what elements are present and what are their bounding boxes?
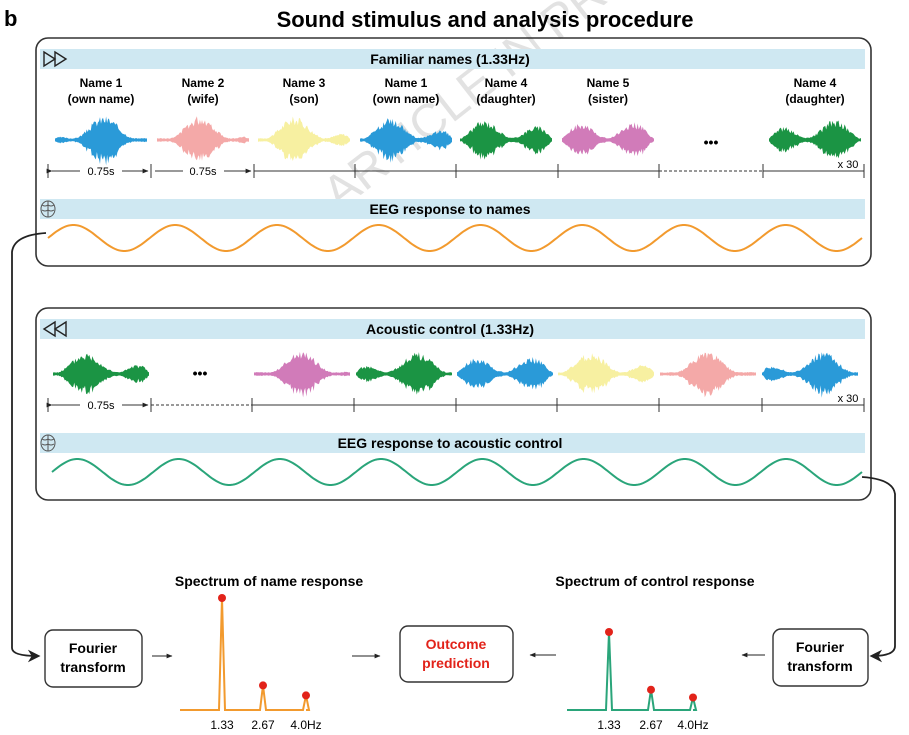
name-label-line2: (wife) <box>187 92 218 106</box>
fourier-right-line1: Fourier <box>796 639 845 655</box>
outcome-line2: prediction <box>422 655 490 671</box>
acoustic-waveform <box>558 353 654 394</box>
name-label-line2: (own name) <box>373 92 440 106</box>
acoustic-header-bar <box>40 319 865 339</box>
spectrum-tick-label: 1.33 <box>210 718 234 732</box>
acoustic-time-axis <box>46 398 865 412</box>
acoustic-waveforms <box>53 351 858 398</box>
familiar-waveforms <box>55 116 861 166</box>
name-label-line2: (sister) <box>588 92 628 106</box>
name-label-line1: Name 2 <box>182 76 225 90</box>
duration-label-2: 0.75s <box>190 166 217 178</box>
fourier-left-line1: Fourier <box>69 640 118 656</box>
spectrum-peak-dot <box>647 685 655 694</box>
brain-icon <box>40 434 56 452</box>
eeg-acoustic-header-bar <box>40 433 865 453</box>
acoustic-waveform <box>356 352 452 395</box>
fourier-transform-box-left <box>44 629 143 688</box>
familiar-waveform <box>360 118 452 163</box>
spectrum-peak-dot <box>302 691 310 700</box>
acoustic-header: Acoustic control (1.33Hz) <box>366 321 534 337</box>
familiar-header: Familiar names (1.33Hz) <box>370 51 530 67</box>
outcome-line1: Outcome <box>426 636 487 652</box>
name-label-line2: (daughter) <box>785 92 844 106</box>
spectrum-peak-dot <box>218 594 226 602</box>
acoustic-waveform <box>254 351 350 398</box>
familiar-waveform <box>769 120 861 159</box>
eeg-names-header: EEG response to names <box>369 201 530 217</box>
name-label-line2: (daughter) <box>476 92 535 106</box>
panel-letter: b <box>4 6 17 31</box>
spectrum-peak-dot <box>605 628 613 636</box>
familiar-names-box <box>35 37 872 267</box>
familiar-waveform <box>55 116 147 166</box>
familiar-time-axis <box>46 164 865 178</box>
acoustic-waveform <box>457 357 553 390</box>
figure-title: Sound stimulus and analysis procedure <box>277 7 694 32</box>
fourier-left-line2: transform <box>60 659 125 675</box>
fast-forward-icon <box>43 50 68 68</box>
spectrum-line <box>180 597 311 711</box>
spectrum-control-title: Spectrum of control response <box>555 573 754 589</box>
watermark: ARTICLE IN PRESS <box>313 0 692 220</box>
name-label-line2: (own name) <box>68 92 135 106</box>
fourier-transform-box-right <box>772 628 869 687</box>
rewind-icon <box>42 320 67 338</box>
familiar-waveform <box>460 121 552 160</box>
acoustic-ellipsis: ••• <box>193 365 208 381</box>
spectrum-tick-label: 4.0Hz <box>290 718 321 732</box>
spectrum-name-title: Spectrum of name response <box>175 573 363 589</box>
spectrum-peak-dot <box>689 693 697 702</box>
name-label-line2: (son) <box>289 92 318 106</box>
repeat-label-acoustic: x 30 <box>838 393 859 405</box>
name-label-line1: Name 5 <box>587 76 630 90</box>
spectrum-tick-label: 2.67 <box>251 718 275 732</box>
brain-icon <box>40 200 56 218</box>
fourier-right-line2: transform <box>787 658 852 674</box>
name-label-line1: Name 1 <box>385 76 428 90</box>
spectrum-tick-label: 4.0Hz <box>677 718 708 732</box>
eeg-names-header-bar <box>40 199 865 219</box>
connector-arrow-right <box>861 476 896 663</box>
spectrum-control-chart: 1.33 2.67 4.0Hz <box>567 628 709 732</box>
familiar-ellipsis: ••• <box>704 134 719 150</box>
name-label-line1: Name 4 <box>794 76 837 90</box>
duration-label-acoustic: 0.75s <box>88 400 115 412</box>
name-label-line1: Name 1 <box>80 76 123 90</box>
outcome-prediction-box <box>399 625 514 683</box>
repeat-label-familiar: x 30 <box>838 159 859 171</box>
name-label-line1: Name 4 <box>485 76 528 90</box>
eeg-acoustic-sine-wave <box>51 458 863 486</box>
acoustic-waveform <box>53 353 149 395</box>
eeg-acoustic-header: EEG response to acoustic control <box>338 435 563 451</box>
acoustic-control-box <box>35 307 872 501</box>
familiar-name-labels: Name 1 (own name) Name 2 (wife) Name 3 (son) N… <box>68 76 845 106</box>
spectrum-name-chart: 1.33 2.67 4.0Hz <box>180 594 322 732</box>
spectrum-tick-label: 1.33 <box>597 718 621 732</box>
spectrum-line <box>567 631 698 711</box>
connector-arrow-left <box>11 232 47 663</box>
acoustic-waveform <box>762 352 858 398</box>
spectrum-tick-label: 2.67 <box>639 718 663 732</box>
duration-label-1: 0.75s <box>88 166 115 178</box>
familiar-waveform <box>258 116 350 161</box>
spectrum-peak-dot <box>259 681 267 690</box>
acoustic-waveform <box>660 352 756 398</box>
familiar-waveform <box>562 122 654 157</box>
name-label-line1: Name 3 <box>283 76 326 90</box>
eeg-names-sine-wave <box>47 224 863 252</box>
familiar-header-bar <box>40 49 865 69</box>
familiar-waveform <box>157 116 249 161</box>
